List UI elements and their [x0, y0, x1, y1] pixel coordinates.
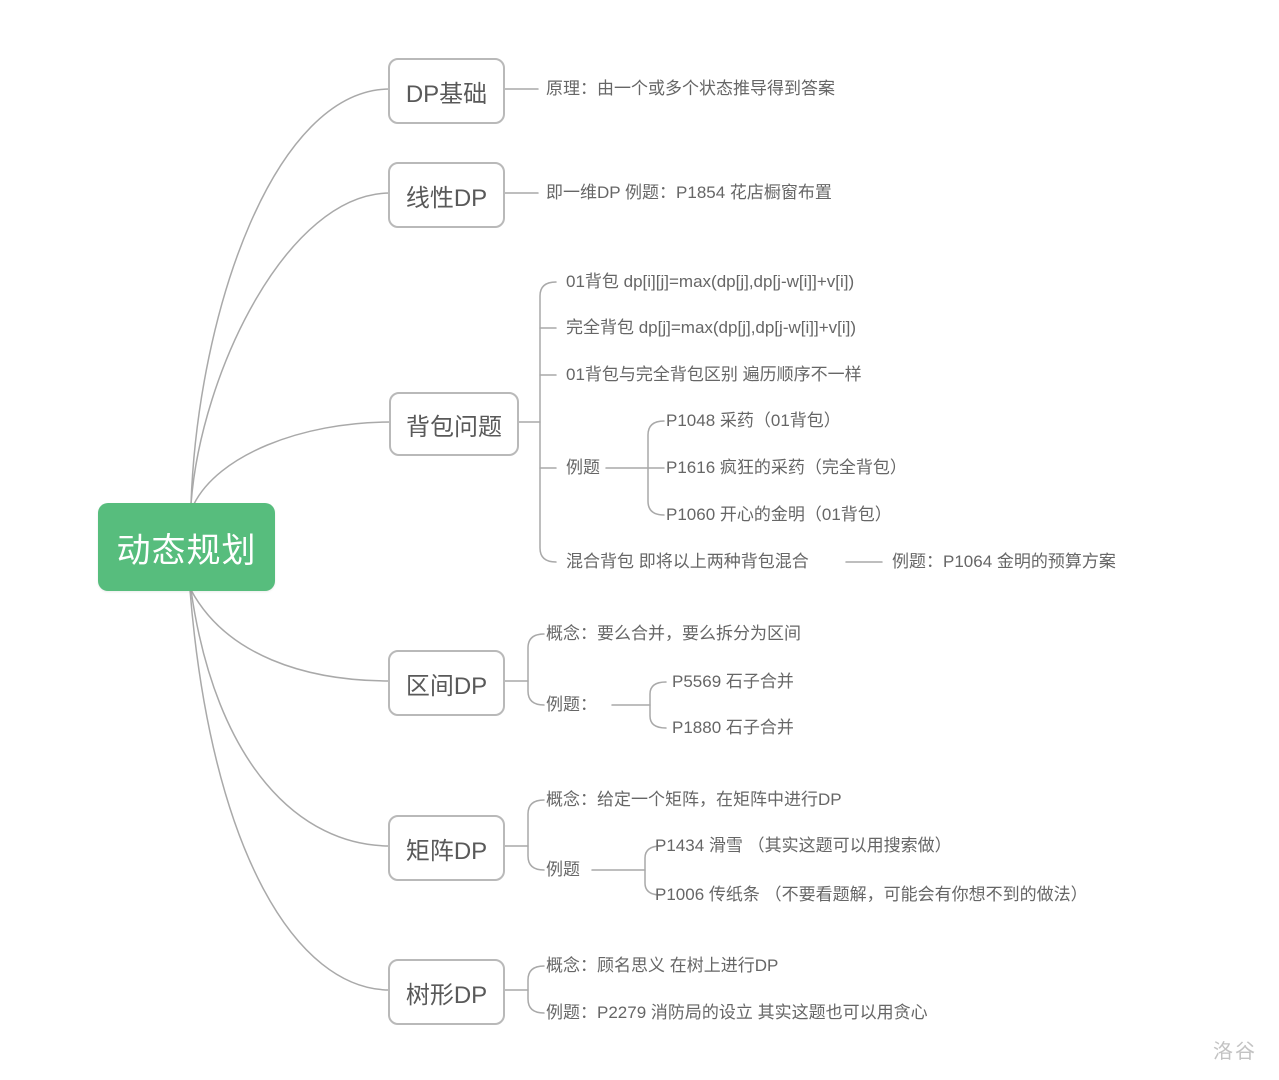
leaf-example-p1880[interactable]: P1880 石子合并	[672, 718, 794, 737]
branch-box-interval-dp[interactable]: 区间DP	[388, 650, 505, 716]
branch-box-knapsack[interactable]: 背包问题	[389, 392, 519, 456]
luogu-watermark: 洛谷	[1213, 1041, 1257, 1063]
leaf-matrix-examples[interactable]: 例题	[546, 860, 580, 879]
leaf-mixed-knapsack[interactable]: 混合背包 即将以上两种背包混合	[566, 552, 809, 571]
leaf-interval-examples[interactable]: 例题：	[546, 695, 597, 714]
leaf-example-p1060[interactable]: P1060 开心的金明（01背包）	[666, 505, 892, 524]
edge-matrix-spine	[527, 799, 545, 871]
edge-interval-spine	[527, 633, 545, 706]
edge-root-knapsack	[193, 421, 392, 505]
root-topic-dynamic-programming[interactable]: 动态规划	[98, 503, 275, 591]
edge-root-dp-basics	[190, 88, 391, 505]
leaf-complete-knapsack-formula[interactable]: 完全背包 dp[j]=max(dp[j],dp[j-w[i]]+v[i])	[566, 318, 857, 337]
leaf-linear-dp-note[interactable]: 即一维DP 例题：P1854 花店橱窗布置	[546, 183, 832, 202]
edge-knapsack-spine	[539, 281, 557, 563]
leaf-tree-concept[interactable]: 概念：顾名思义 在树上进行DP	[546, 956, 779, 975]
leaf-matrix-concept[interactable]: 概念：给定一个矩阵，在矩阵中进行DP	[546, 790, 842, 809]
leaf-example-p5569[interactable]: P5569 石子合并	[672, 672, 794, 691]
leaf-interval-concept[interactable]: 概念：要么合并，要么拆分为区间	[546, 624, 801, 643]
leaf-knapsack-examples[interactable]: 例题	[566, 458, 600, 477]
leaf-example-p1006[interactable]: P1006 传纸条 （不要看题解，可能会有你想不到的做法）	[655, 885, 1088, 904]
leaf-example-p1048[interactable]: P1048 采药（01背包）	[666, 411, 841, 430]
edge-root-interval-dp	[190, 589, 391, 682]
branch-box-tree-dp[interactable]: 树形DP	[388, 959, 505, 1025]
edge-tree-spine	[527, 965, 545, 1014]
leaf-tree-example-p2279[interactable]: 例题：P2279 消防局的设立 其实这题也可以用贪心	[546, 1003, 928, 1022]
edge-root-tree-dp	[189, 589, 391, 991]
branch-box-dp-basics[interactable]: DP基础	[388, 58, 505, 124]
branch-box-matrix-dp[interactable]: 矩阵DP	[388, 815, 505, 881]
leaf-example-p1434[interactable]: P1434 滑雪 （其实这题可以用搜索做）	[655, 836, 952, 855]
leaf-knapsack-difference[interactable]: 01背包与完全背包区别 遍历顺序不一样	[566, 365, 862, 384]
branch-box-linear-dp[interactable]: 线性DP	[388, 162, 505, 228]
leaf-example-p1064[interactable]: 例题：P1064 金明的预算方案	[892, 552, 1116, 571]
leaf-dp-basics-principle[interactable]: 原理：由一个或多个状态推导得到答案	[546, 79, 835, 98]
edge-root-matrix-dp	[190, 589, 391, 847]
leaf-example-p1616[interactable]: P1616 疯狂的采药（完全背包）	[666, 458, 907, 477]
edge-root-linear-dp	[190, 192, 391, 505]
edge-knapsack-examples-spine	[647, 420, 665, 516]
edge-interval-examples-spine	[649, 681, 667, 729]
leaf-01-knapsack-formula[interactable]: 01背包 dp[i][j]=max(dp[j],dp[j-w[i]]+v[i])	[566, 272, 855, 291]
